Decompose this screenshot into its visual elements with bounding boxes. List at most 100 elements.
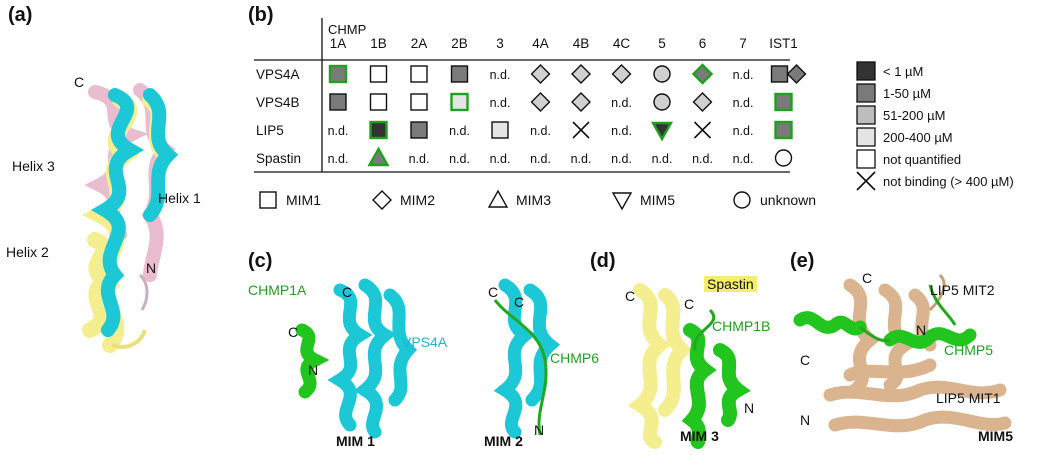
cell-vps4a-6 [691,63,714,85]
cell-vps4b-6-diamond [692,92,713,112]
cell-lip5-2a-square [410,121,428,139]
cell-spastin-4b: n.d. [571,152,592,166]
cell-lip5-3-square [491,121,509,139]
cell-vps4a-2b [450,65,469,83]
label-chmp6: CHMP6 [550,350,600,366]
cell-spastin-ist1-circle [774,149,793,167]
motif-legend-mim1-label: MIM1 [286,192,321,208]
cell-vps4b-4a [530,92,551,112]
panel-e-structure [793,273,1012,433]
lip5-loop [928,273,946,312]
cell-lip5-1a: n.d. [328,124,349,138]
cell-vps4b-ist1-square [774,92,793,112]
cell-vps4b-1a-square [329,93,347,111]
motif-legend-unknown-label: unknown [760,192,816,208]
cell-vps4a-1b-square [369,65,388,83]
cell-spastin-1a: n.d. [328,152,349,166]
label-c2-e: C [800,352,811,368]
motif-legend-mim1-icon [259,191,277,209]
affinity-swatch-5 [856,171,876,191]
cell-vps4a-4a-diamond [530,64,551,84]
row-label-vps4a: VPS4A [256,67,300,82]
cell-spastin-5: n.d. [652,152,673,166]
cell-vps4a-1a-square [328,64,348,84]
affinity-swatch-2 [856,105,876,125]
cell-vps4b-1b-square [369,93,388,111]
label-c1-d: C [625,288,636,304]
chmp5-structure [793,311,977,349]
motif-legend-mim1 [259,191,277,209]
cell-lip5-4c: n.d. [611,124,632,138]
label-c3-c: C [488,284,499,300]
loop [111,329,147,349]
motif-legend-mim5-label: MIM5 [640,192,675,208]
cell-spastin-1b-triangle-up [367,146,390,167]
cell-vps4a-4b-diamond [571,64,591,84]
affinity-label-1: 1-50 µM [883,86,931,101]
panel-label-e: (e) [790,250,815,272]
cell-lip5-2b: n.d. [449,124,470,138]
label-n2-e: N [800,412,811,428]
table-header-chmp: CHMP [328,22,366,37]
cell-lip5-7: n.d. [733,124,754,138]
cell-vps4b-4b-diamond [571,92,591,112]
motif-legend-mim3-icon [487,189,509,208]
label-helix3: Helix 3 [12,158,55,174]
motif-legend-mim2-label: MIM2 [400,192,435,208]
cell-vps4b-2b-square [450,92,469,112]
cell-vps4a-1a [328,64,348,84]
row-label-spastin: Spastin [256,151,301,166]
cell-vps4a-ist1-diamond [786,64,807,84]
cell-vps4a-ist1-square [770,65,789,83]
cell-lip5-4b [572,121,590,139]
cell-vps4a-1b [369,65,388,83]
label-helix1: Helix 1 [158,190,201,206]
panel-label-a: (a) [8,4,33,26]
row-label-lip5: LIP5 [256,123,284,138]
panel-label-c: (c) [248,250,273,272]
cell-lip5-5-triangle-down [650,121,674,142]
vps4a-structure-mim2 [493,278,560,439]
lip5-structure [823,278,1012,433]
label-n2-c: N [534,422,545,438]
label-mit2: LIP5 MIT2 [930,282,995,298]
cell-vps4b-4b [571,92,591,112]
label-n1-c: N [308,362,319,378]
motif-legend-mim2-icon [372,190,392,210]
affinity-swatch-1 [856,83,876,103]
label-c2-d: C [684,296,695,312]
spastin-structure [627,283,693,449]
cell-vps4b-1b [369,93,388,111]
panel-a-structure [82,83,179,353]
cell-vps4a-4c-diamond [611,64,632,84]
cell-lip5-ist1 [774,120,793,140]
vps4a-structure-mim1 [327,278,417,439]
label-mim3: MIM 3 [680,428,719,444]
label-spastin: Spastin [704,276,757,292]
cell-lip5-6-cross [693,121,712,139]
column-header-2b: 2B [451,36,468,51]
motif-legend-unknown-icon [733,191,751,209]
label-n-a: N [146,260,157,276]
motif-legend-mim2 [372,190,392,210]
affinity-swatch-4 [856,149,876,169]
column-header-1a: 1A [330,36,347,51]
cell-vps4a-4c [611,64,632,84]
motif-legend-mim3 [487,189,509,208]
label-mit1: LIP5 MIT1 [936,390,1001,406]
label-c1-e: C [862,270,873,286]
panel-d-structure [627,283,751,449]
cell-vps4a-2a-square [410,65,428,83]
cell-vps4a-5-circle [653,65,671,83]
cell-lip5-ist1-square [774,120,793,140]
cell-lip5-6 [693,121,712,139]
loop-n [138,273,149,311]
row-label-vps4b: VPS4B [256,95,300,110]
column-header-4c: 4C [613,36,631,51]
cell-vps4b-4c: n.d. [611,96,632,110]
cell-vps4a-6-diamond [691,63,714,85]
chmp5-loop [859,284,957,343]
cell-vps4b-ist1 [774,92,793,112]
affinity-label-4: not quantified [883,152,961,167]
